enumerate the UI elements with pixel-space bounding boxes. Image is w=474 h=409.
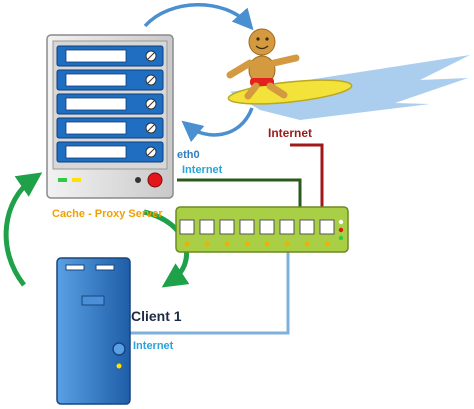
status-led-green xyxy=(58,178,67,182)
eth0-internet-label: Internet xyxy=(182,164,223,176)
drive-bay-2 xyxy=(56,69,164,91)
request-arrow xyxy=(143,3,254,31)
client-internet-label: Internet xyxy=(133,340,174,352)
switch-icon xyxy=(175,206,349,253)
drive-bay-1 xyxy=(56,45,164,67)
client-power-button xyxy=(112,342,126,356)
client-to-proxy-arrow xyxy=(3,172,43,287)
surfer-icon xyxy=(226,28,353,105)
power-button xyxy=(147,172,163,188)
proxy-server-label: Cache - Proxy Server xyxy=(52,208,163,220)
response-arrow xyxy=(181,107,254,143)
internet-red-label: Internet xyxy=(268,126,312,140)
client-led xyxy=(116,363,122,369)
network-cables xyxy=(130,143,324,335)
eth0-label: eth0 xyxy=(177,149,200,161)
client1-label: Client 1 xyxy=(131,308,182,324)
drive-bay-4 xyxy=(56,117,164,139)
drive-bay-5 xyxy=(56,141,164,163)
client-tower-icon xyxy=(56,257,131,405)
server-icon xyxy=(46,34,174,199)
status-led-yellow xyxy=(72,178,81,182)
drive-bay-3 xyxy=(56,93,164,115)
